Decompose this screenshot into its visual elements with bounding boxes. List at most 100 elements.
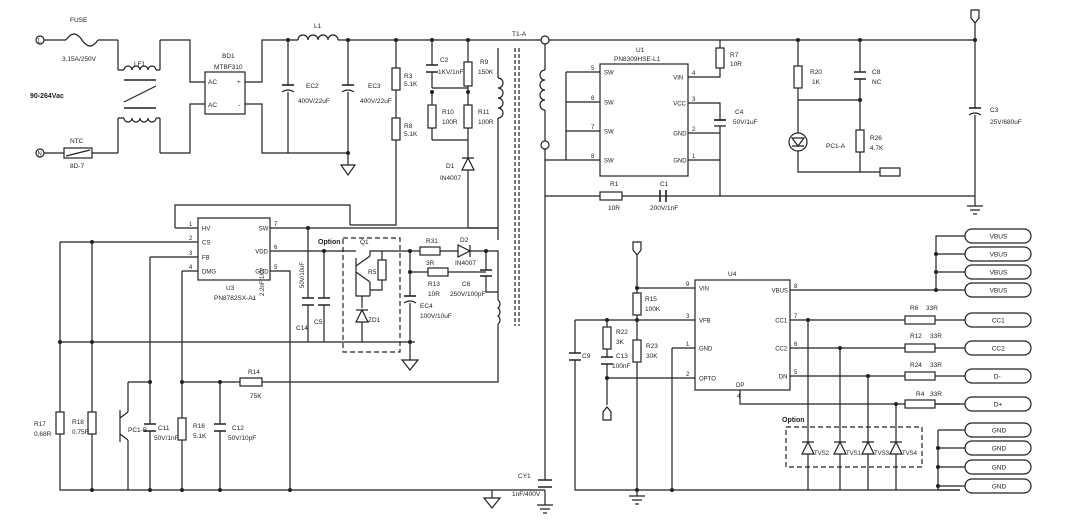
resistor-r20 (793, 65, 803, 89)
option-frame-q1 (342, 237, 401, 353)
r1-value: 10R (608, 205, 620, 212)
bridge-bd1 (204, 71, 246, 115)
u3-pin-number: 1 (189, 222, 193, 228)
u1-name: U1 (636, 47, 645, 54)
lf1-coil-top (123, 65, 157, 71)
resistor-r26 (855, 129, 865, 153)
r10-name: R10 (442, 109, 454, 116)
u4-dp-num: 4 (737, 394, 741, 400)
connector-pin-label: GND (992, 465, 1007, 472)
zener-zd1 (355, 308, 369, 323)
r4-name: R4 (916, 391, 925, 398)
ic-u4 (694, 279, 791, 391)
u1-pin-number: 3 (692, 97, 696, 103)
tvs-diode (801, 440, 815, 455)
ic-u3 (197, 217, 271, 281)
r31-value: 3R (426, 260, 435, 267)
r24-value: 33R (930, 362, 942, 369)
resistor-r23 (632, 339, 642, 363)
u3-pin-number: 3 (189, 251, 193, 257)
l1-inductor (297, 34, 339, 41)
u1-pin-label: VCC (673, 102, 686, 108)
bd1-part: MTBF310 (214, 64, 243, 71)
resistor-r7 (715, 47, 725, 69)
connector-pin-label: GND (992, 484, 1007, 491)
u1-pin-number: 4 (692, 71, 696, 77)
resistor-r4 (904, 399, 936, 409)
l-terminal-label: L (38, 39, 42, 45)
ec2-value: 400V/22uF (298, 98, 330, 105)
r18-value: 0.75R (72, 429, 90, 436)
c1-name: C1 (660, 181, 669, 188)
r3-value: 5.1K (404, 81, 418, 88)
connector-pin (964, 228, 1032, 244)
u1-pin-number: 6 (591, 96, 595, 102)
c13-name: C13 (616, 353, 628, 360)
c5-name: C5 (314, 319, 323, 326)
r18-name: R18 (72, 419, 84, 426)
vdd-supply: R31 3R D2 IN4007 R13 10R C6 250V/100pF E… (262, 237, 499, 383)
fuse-symbol (65, 33, 99, 47)
t1-primary-winding (497, 77, 504, 119)
r9-name: R9 (480, 59, 489, 66)
option-label-tvs: Option (782, 417, 805, 424)
u1-pin-label: SW (604, 71, 614, 77)
c3-name: C3 (990, 107, 999, 114)
resistor-r14 (239, 377, 263, 387)
u1-pin-number: 1 (692, 154, 696, 160)
ec4-name: EC4 (420, 303, 433, 310)
ground-symbol (537, 504, 553, 514)
resistor-r11 (463, 104, 473, 129)
n-terminal-label: N (38, 152, 42, 158)
c2-value: 1KV/1nF (438, 69, 463, 76)
connector-pin (964, 459, 1032, 475)
connector-pin-label: VBUS (990, 252, 1008, 259)
connector-pin-label: D+ (994, 402, 1003, 409)
t1-secondary-winding (539, 69, 546, 111)
connector-pin (964, 264, 1032, 280)
c6-name: C6 (462, 281, 471, 288)
r10-value: 100R (442, 119, 458, 126)
zd1-name: ZD1 (368, 317, 381, 324)
r11-name: R11 (478, 109, 490, 116)
d2-name: D2 (460, 237, 469, 244)
resistor-r6 (904, 315, 936, 325)
resistor-r17 (55, 411, 65, 435)
u1-part: PN8309HSE-L1 (614, 56, 661, 63)
feedback-sense-network: R14 75K R17 0.68R R18 0.75R PC1-B C11 50… (34, 196, 553, 514)
r11-value: 100R (478, 119, 494, 126)
u4-pin-label: VFB (699, 319, 711, 325)
ground-symbol (967, 205, 983, 215)
u3-pin-number: 4 (189, 265, 193, 271)
connector-pin (964, 422, 1032, 438)
bd1-minus: - (238, 102, 240, 109)
resistor-r16 (177, 417, 187, 441)
resistor-r5 (377, 259, 387, 281)
r24-name: R24 (910, 362, 922, 369)
connector-pin (964, 312, 1032, 328)
ground-symbol (400, 359, 420, 371)
d1-name: D1 (446, 163, 455, 170)
r14-value: 75K (250, 393, 262, 400)
connector-pin-label: VBUS (990, 288, 1008, 295)
pc1b-name: PC1-B (128, 427, 147, 434)
u3-pin-number: 6 (274, 245, 278, 251)
r3-name: R3 (404, 73, 413, 80)
u3-pin-label: VDD (255, 250, 268, 256)
r12-name: R12 (910, 333, 922, 340)
connector-pin (964, 282, 1032, 298)
resistor-r22 (602, 326, 612, 350)
u4-pin-number: 3 (686, 314, 690, 320)
r22-name: R22 (616, 329, 628, 336)
vout-port (970, 9, 980, 24)
c9-name: C9 (582, 353, 591, 360)
resistor-r12 (904, 343, 936, 353)
r14-name: R14 (248, 369, 260, 376)
ec4-value: 100V/10uF (420, 313, 452, 320)
resistor-r31 (419, 246, 441, 256)
r1-name: R1 (610, 181, 619, 188)
